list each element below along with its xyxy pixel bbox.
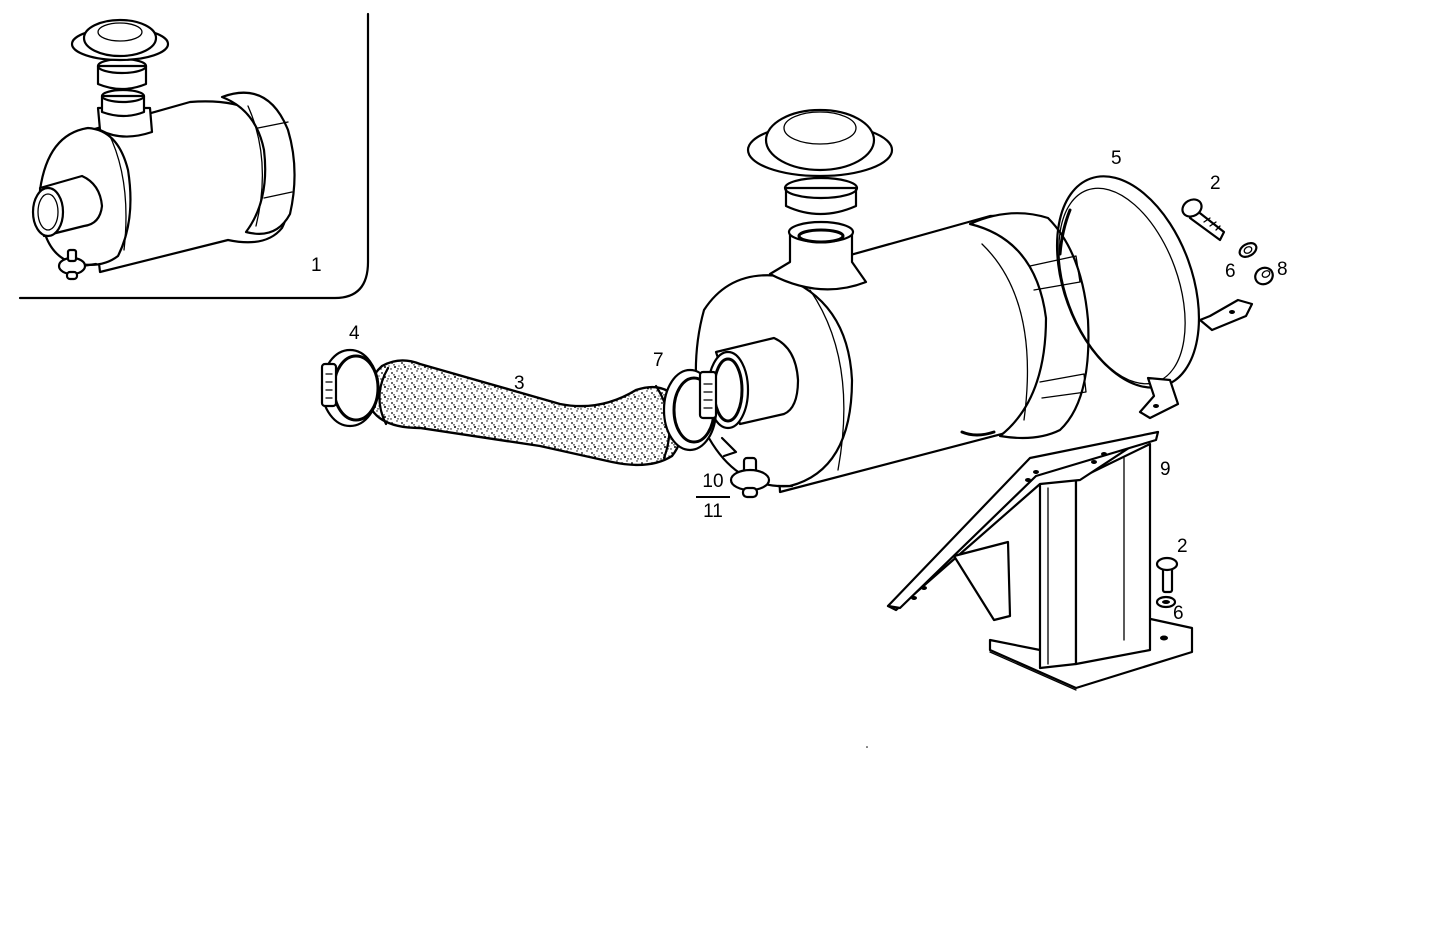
callout-6-strap-washer: 6	[1225, 261, 1236, 282]
stray-mark	[866, 746, 868, 748]
strap-fasteners	[1181, 198, 1274, 286]
callout-2-strap-bolt: 2	[1210, 173, 1221, 194]
callout-9: 9	[1160, 459, 1171, 480]
callout-6-bracket-washer: 6	[1173, 603, 1184, 624]
hose-clamp-4	[320, 348, 380, 428]
callout-4: 4	[349, 323, 360, 344]
callout-2-bracket-bolt: 2	[1177, 536, 1188, 557]
hose-clamp-7	[662, 368, 718, 452]
callout-10-11: 10 11	[696, 471, 730, 523]
filter-body	[694, 108, 1090, 494]
drain-valve	[720, 436, 794, 499]
callout-1: 1	[311, 255, 322, 276]
inset-frame	[18, 12, 370, 300]
callout-7: 7	[653, 350, 664, 371]
bracket-fasteners	[1155, 556, 1179, 609]
intake-hose	[367, 359, 684, 467]
callout-10: 10	[696, 471, 730, 498]
callout-5: 5	[1111, 148, 1122, 169]
callout-3: 3	[514, 373, 525, 394]
strap-band	[1055, 175, 1254, 420]
callout-11: 11	[703, 501, 723, 522]
callout-8: 8	[1277, 259, 1288, 280]
support-bracket	[886, 430, 1194, 691]
inset-air-filter-assembly	[31, 18, 296, 281]
